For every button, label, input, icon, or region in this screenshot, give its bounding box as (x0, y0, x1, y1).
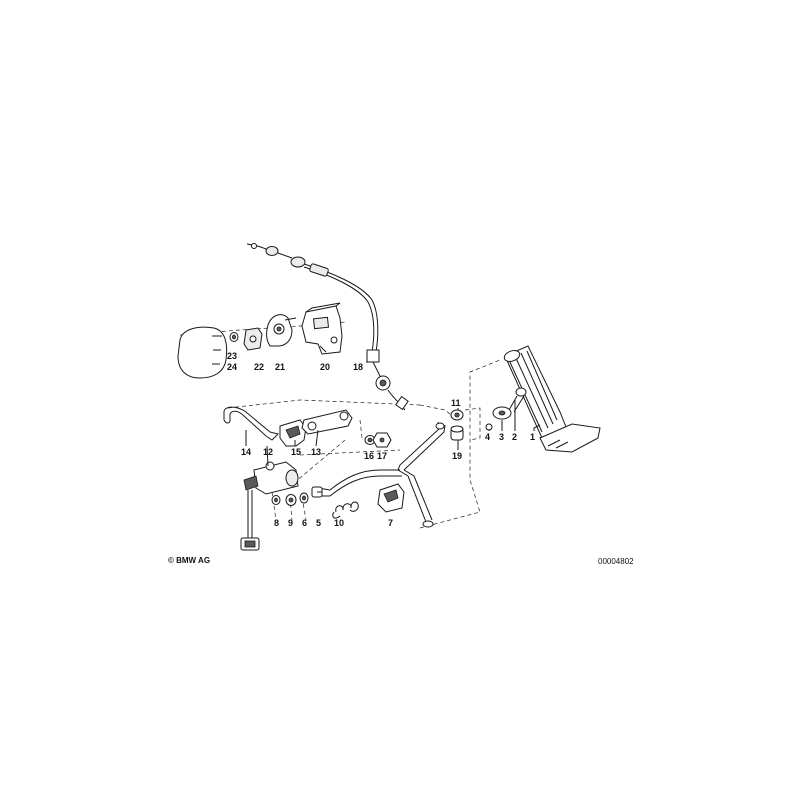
callout-11: 11 (451, 398, 461, 408)
pedal-lever (317, 421, 446, 528)
nut-6 (299, 492, 309, 504)
callout-10: 10 (334, 518, 344, 528)
callout-2: 2 (512, 432, 517, 442)
callout-22: 22 (254, 362, 264, 372)
kickdown-switch (240, 461, 299, 551)
callout-1: 1 (530, 432, 535, 442)
callout-21: 21 (275, 362, 285, 372)
callout-labels: 1 2 3 4 5 6 7 8 9 10 11 12 13 14 15 16 1… (227, 351, 535, 528)
accelerator-pedal (503, 345, 601, 453)
callout-7: 7 (388, 518, 393, 528)
mounting-bracket (301, 302, 343, 355)
callout-24: 24 (227, 362, 237, 372)
throttle-cable (246, 243, 409, 411)
callout-ticks (245, 361, 541, 467)
callout-16: 16 (364, 451, 374, 461)
callout-6: 6 (302, 518, 307, 528)
rod-14 (223, 406, 279, 441)
clip-8 (271, 495, 281, 505)
clip-22 (243, 327, 263, 351)
pivot-7 (377, 483, 405, 513)
callout-8: 8 (274, 518, 279, 528)
drawing-number: 00004802 (598, 557, 634, 566)
callout-19: 19 (452, 451, 462, 461)
pedal-stop (485, 387, 527, 431)
nut-11 (450, 409, 464, 421)
washer-9 (285, 494, 297, 506)
callout-12: 12 (263, 447, 273, 457)
return-spring (332, 501, 359, 519)
cover-cap (177, 326, 228, 379)
callout-4: 4 (485, 432, 490, 442)
bushing-23 (229, 332, 239, 342)
link-13 (301, 409, 353, 435)
callout-3: 3 (499, 432, 504, 442)
callout-17: 17 (377, 451, 387, 461)
callout-13: 13 (311, 447, 321, 457)
callout-5: 5 (316, 518, 321, 528)
bushing-19 (450, 425, 464, 441)
bracket-21 (266, 314, 297, 347)
callout-23: 23 (227, 351, 237, 361)
push-rod (311, 486, 323, 498)
callout-20: 20 (320, 362, 330, 372)
callout-15: 15 (291, 447, 301, 457)
callout-18: 18 (353, 362, 363, 372)
copyright-label: © BMW AG (168, 556, 211, 565)
callout-14: 14 (241, 447, 251, 457)
nut-17 (372, 432, 392, 448)
callout-9: 9 (288, 518, 293, 528)
bracket-15 (279, 419, 307, 447)
